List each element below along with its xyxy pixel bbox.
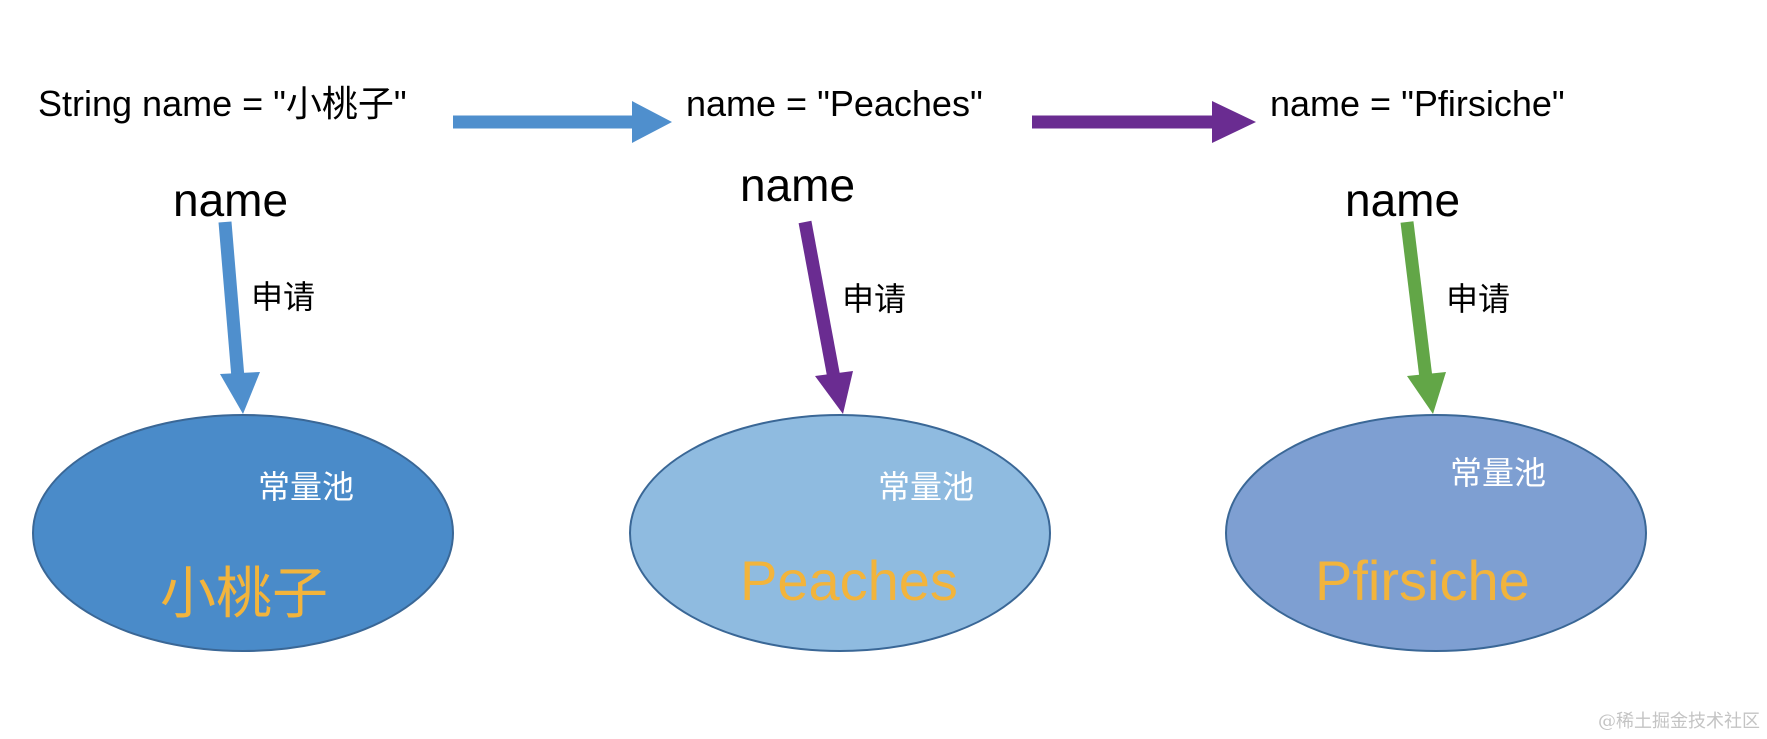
pool-ellipse xyxy=(32,414,454,652)
arrow-head xyxy=(632,101,672,143)
pool-value: Peaches xyxy=(740,549,958,612)
pool-label: 常量池 xyxy=(258,468,354,506)
watermark: @稀土掘金技术社区 xyxy=(1598,711,1760,732)
arrow-head xyxy=(1212,101,1256,143)
apply-label-3: 申请 xyxy=(1446,280,1510,318)
arrow-shaft xyxy=(218,221,245,379)
code-statement-1: String name = "小桃子" xyxy=(38,83,407,124)
pool-ellipse xyxy=(629,414,1051,652)
constant-pool-1: 常量池 小桃子 xyxy=(32,414,454,652)
variable-name-3: name xyxy=(1345,174,1460,226)
pool-label: 常量池 xyxy=(878,468,974,506)
variable-name-2: name xyxy=(740,159,855,211)
reference-arrow-2 xyxy=(798,220,853,414)
pool-label: 常量池 xyxy=(1450,454,1546,492)
arrow-head xyxy=(815,371,853,414)
arrow-step-1-to-2 xyxy=(453,101,672,143)
arrow-step-2-to-3 xyxy=(1032,101,1256,143)
arrow-head xyxy=(1407,372,1446,414)
pool-ellipse xyxy=(1225,414,1647,652)
constant-pool-3: 常量池 Pfirsiche xyxy=(1225,414,1647,652)
arrow-shaft xyxy=(798,220,841,380)
variable-name-1: name xyxy=(173,174,288,226)
apply-label-1: 申请 xyxy=(251,278,315,316)
constant-pool-2: 常量池 Peaches xyxy=(629,414,1051,652)
pool-value: 小桃子 xyxy=(160,562,328,625)
pool-value: Pfirsiche xyxy=(1315,549,1530,612)
arrow-head xyxy=(220,372,260,414)
apply-label-2: 申请 xyxy=(842,280,906,318)
reference-arrow-3 xyxy=(1400,221,1446,414)
reference-arrow-1 xyxy=(218,221,260,414)
code-statement-2: name = "Peaches" xyxy=(686,83,983,124)
arrow-shaft xyxy=(1400,221,1433,379)
code-statement-3: name = "Pfirsiche" xyxy=(1270,83,1565,124)
